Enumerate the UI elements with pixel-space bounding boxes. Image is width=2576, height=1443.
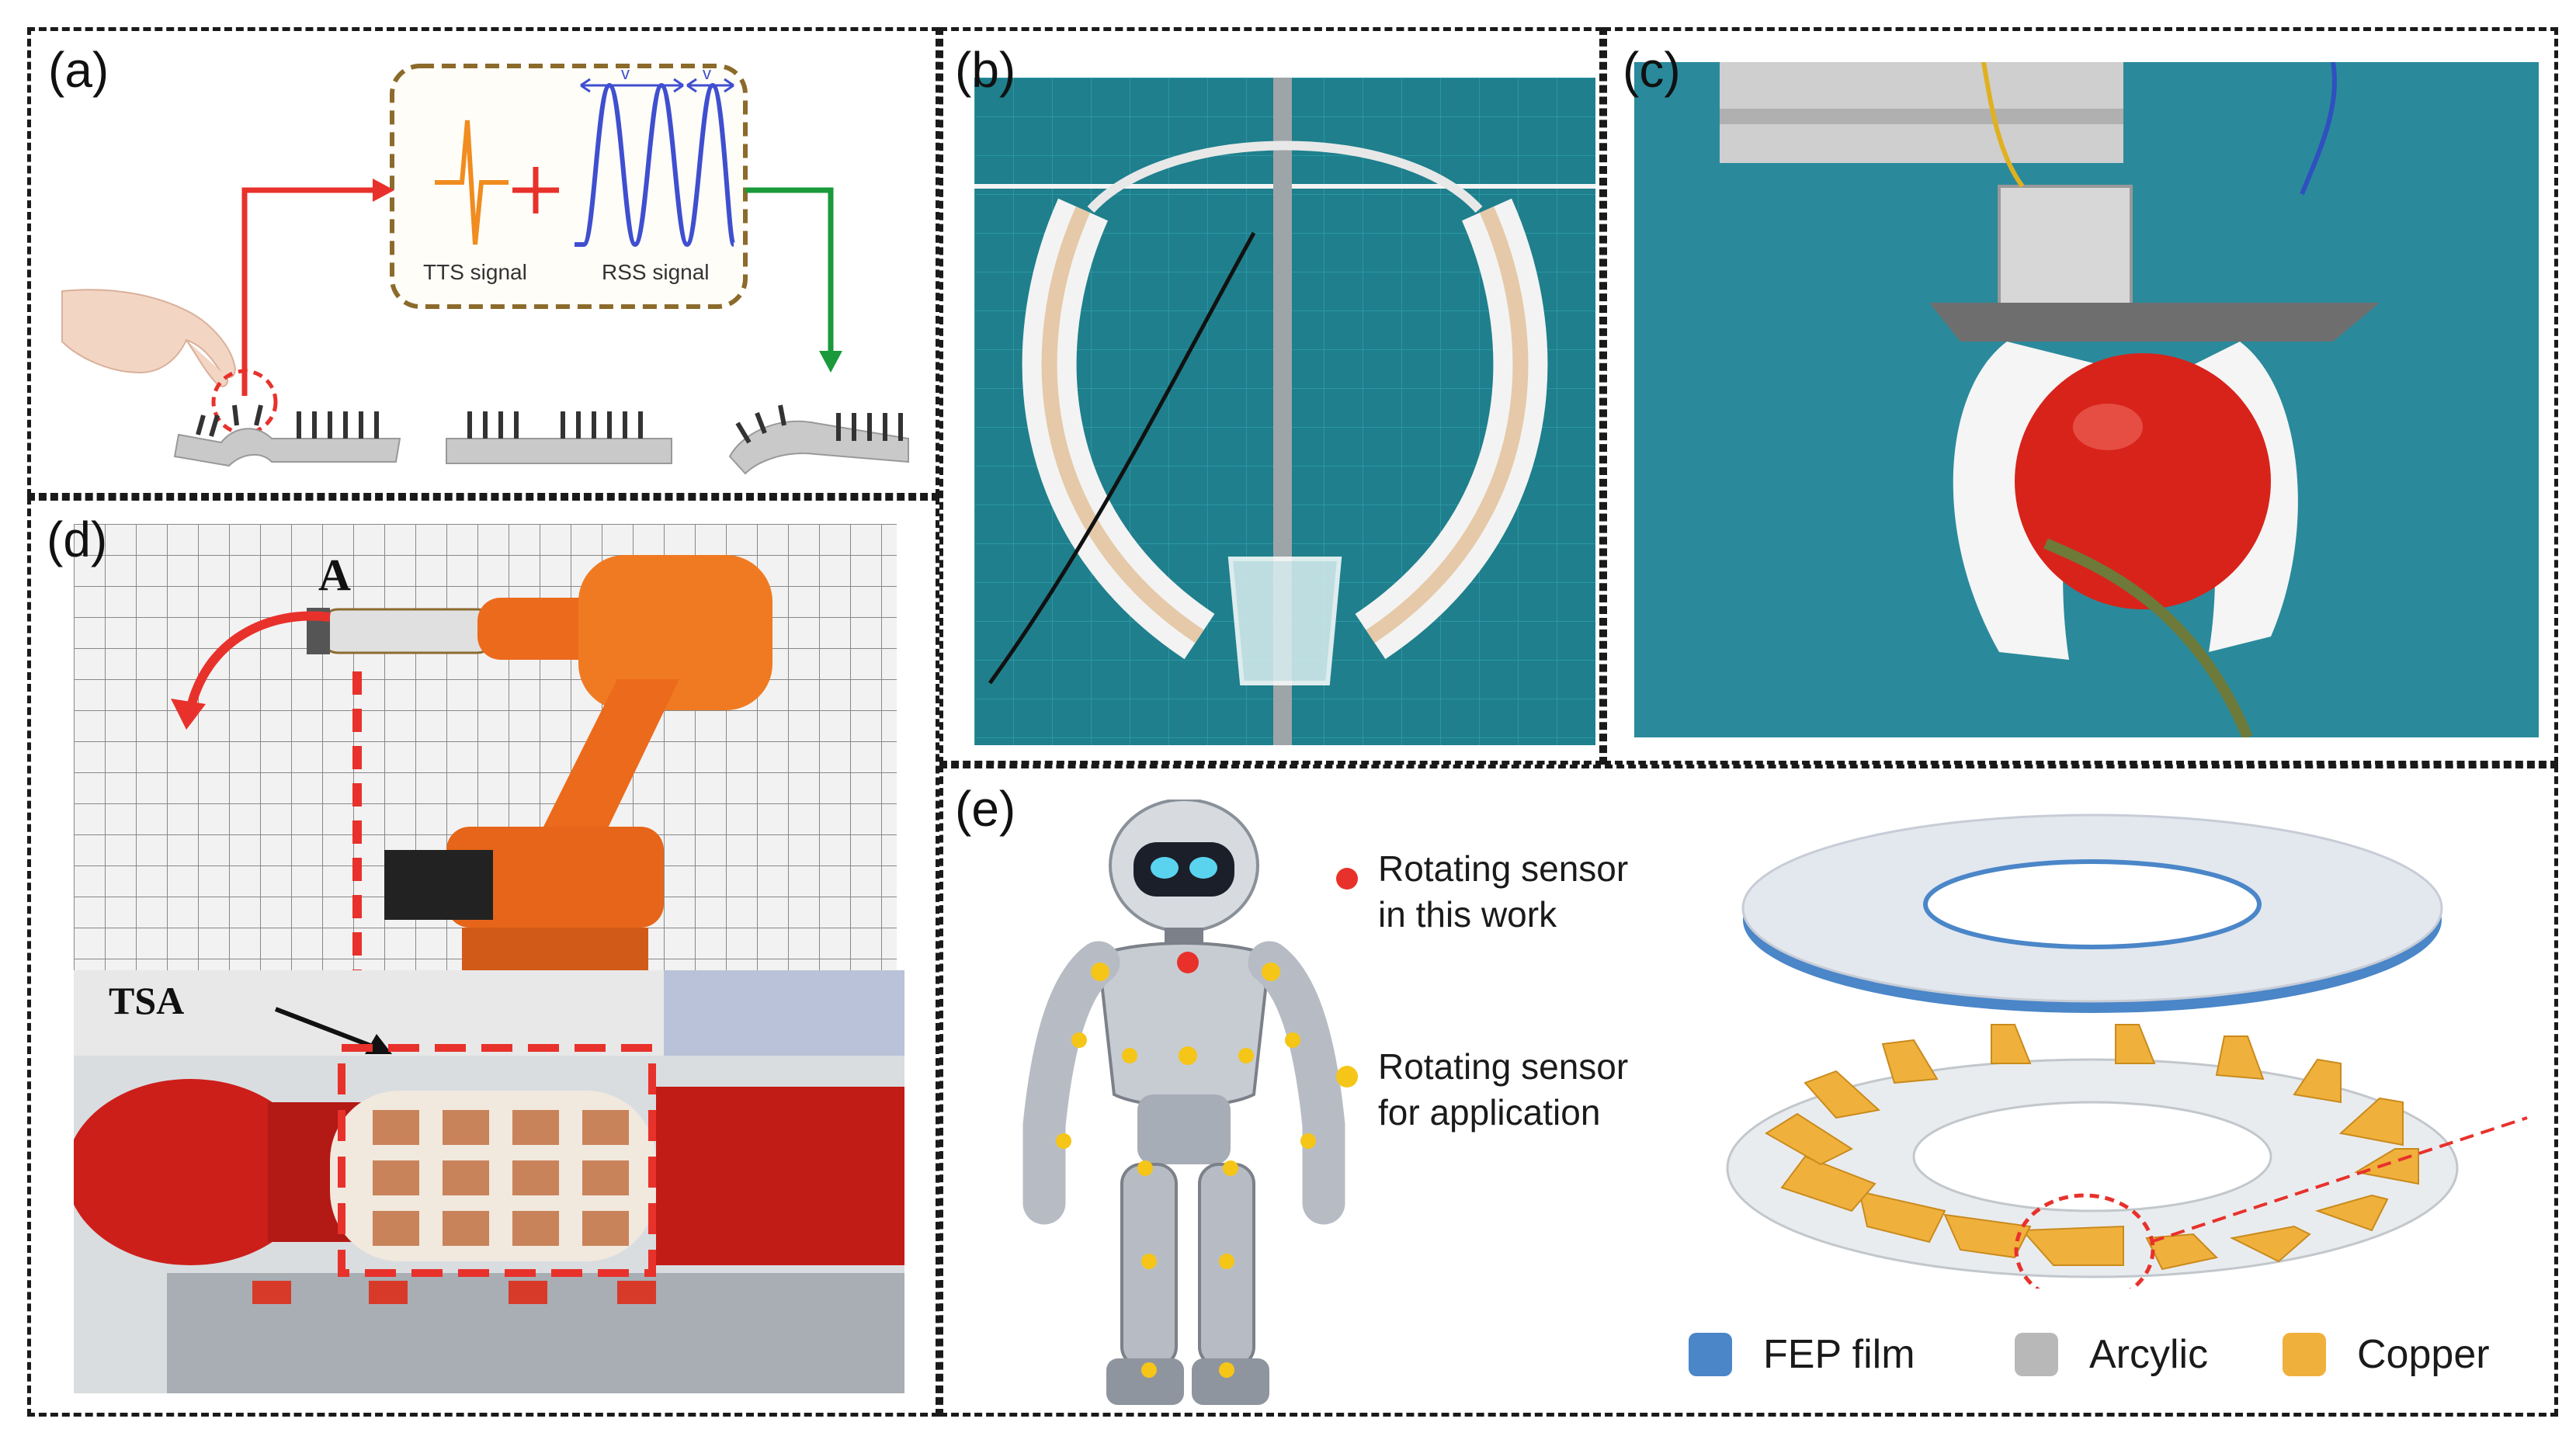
panel-c: (c) [1603, 27, 2558, 765]
sensor-strip-left [173, 404, 401, 467]
output-arrow [745, 187, 834, 357]
v2-label: v [703, 64, 711, 83]
tomato [2015, 353, 2271, 609]
robot-arm-scene [74, 524, 897, 990]
signal-box [390, 64, 748, 309]
robot-arm-photo [74, 524, 897, 990]
red-sensor-dot [1177, 952, 1199, 973]
copper-electrodes [373, 1110, 629, 1246]
tsa-photo [74, 970, 904, 1393]
panel-c-label: (c) [1623, 42, 1681, 98]
humanoid-robot [1022, 800, 1345, 1405]
legend-acrylic: Arcylic [2015, 1331, 2208, 1378]
rotating-sensor-diagram [1726, 813, 2528, 1289]
tomato-stem [2043, 538, 2253, 737]
legend-fep-swatch [1689, 1333, 1732, 1376]
gripper-scene [974, 78, 1595, 745]
input-arrow [241, 187, 380, 396]
red-dot-legend-marker [1336, 868, 1358, 890]
yellow-dot-legend-marker [1336, 1066, 1358, 1087]
robot-head [74, 1079, 314, 1265]
tomato-scene [1634, 62, 2539, 737]
tsa-highlight-box [338, 1044, 656, 1277]
v2-arrow [686, 78, 734, 93]
sensor-strip-right [728, 404, 909, 475]
tomato-photo [1634, 62, 2539, 737]
plus-sign [512, 167, 559, 213]
legend-fep-text: FEP film [1763, 1332, 1915, 1377]
industrial-robot-arm [307, 555, 772, 990]
fep-film-ring [1741, 813, 2443, 1013]
tts-signal-curve [435, 120, 509, 245]
plastic-cup [1227, 557, 1342, 685]
point-a-label: A [318, 550, 351, 600]
legend-acrylic-text: Arcylic [2089, 1332, 2209, 1377]
v1-label: v [621, 64, 630, 83]
sensor-strip-middle [446, 411, 672, 464]
copper-electrode-disk [1726, 1024, 2459, 1278]
panel-b-label: (b) [955, 42, 1016, 98]
rss-signal-label: RSS signal [602, 260, 710, 284]
rotation-arrow [186, 611, 331, 712]
panel-e: (e) Rotating sens [939, 765, 2558, 1417]
hand-illustration [61, 289, 236, 387]
gripper-plate [1929, 303, 2380, 342]
panel-d-label: (d) [47, 512, 108, 567]
v1-arrow [580, 78, 684, 93]
panel-d: A [27, 497, 939, 1417]
panel-a: (a) v v TTS signal RSS signal [27, 27, 939, 497]
legend-copper-text: Copper [2357, 1332, 2490, 1377]
legend-acrylic-swatch [2015, 1333, 2058, 1376]
panel-b: (b) [939, 27, 1603, 765]
electrode-zoom-line [2150, 1116, 2528, 1244]
tts-signal-label: TTS signal [423, 260, 527, 284]
panel-e-label: (e) [955, 781, 1016, 837]
tsa-pointer-arrow [274, 1007, 378, 1050]
gripper-photo [974, 78, 1595, 745]
red-dot-legend-text: Rotating sensor in this work [1378, 848, 1629, 935]
panel-a-label: (a) [48, 42, 109, 98]
yellow-dot-legend-text: Rotating sensor for application [1378, 1046, 1629, 1133]
legend-copper-swatch [2283, 1333, 2326, 1376]
electrode-zoom-circle [2014, 1193, 2155, 1289]
legend-fep-film: FEP film [1689, 1331, 1915, 1378]
yellow-sensor-dots [1056, 963, 1316, 1378]
panel-a-schematic: v v TTS signal RSS signal [61, 64, 909, 475]
tsa-scene [74, 970, 904, 1393]
legend-copper: Copper [2283, 1331, 2490, 1378]
tsa-label: TSA [109, 979, 185, 1022]
